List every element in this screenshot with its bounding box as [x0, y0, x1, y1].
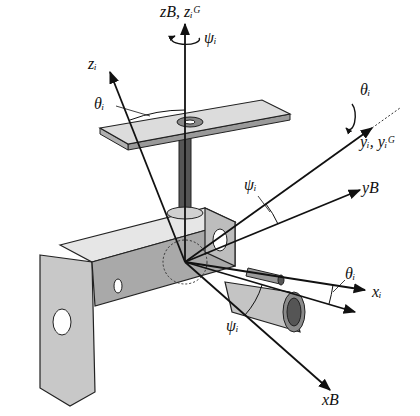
- axis-label: zᵢ: [88, 56, 97, 72]
- washer-hole: [185, 120, 195, 124]
- axis-label: ψᵢ: [204, 30, 216, 46]
- axis-extension: [372, 108, 400, 128]
- axis-label: yB: [362, 180, 379, 196]
- rotation-arrow: [171, 36, 199, 44]
- bracket-hole: [53, 309, 71, 335]
- washer: [177, 117, 203, 127]
- axis-label: θᵢ: [94, 96, 104, 112]
- barrel-bore: [287, 298, 301, 326]
- axis-label: xB: [322, 392, 339, 408]
- bracket-ear: [40, 255, 95, 406]
- axis-label: ψᵢ: [244, 177, 256, 193]
- axis-label: ψᵢ: [226, 318, 238, 334]
- leader-lines: [116, 106, 345, 292]
- rotation-arrow: [346, 104, 355, 130]
- axis-label: zB, zᵢᴳ: [160, 4, 200, 20]
- axis-label: yᵢ, yᵢᴳ: [360, 134, 395, 150]
- axis-label: θᵢ: [345, 266, 355, 282]
- axis-label: θᵢ: [360, 82, 370, 98]
- angle-arcs: [130, 110, 333, 315]
- barrel-end: [283, 292, 305, 332]
- axes: [110, 24, 372, 390]
- axis-label: xᵢ: [372, 284, 382, 300]
- bracket-front: [92, 222, 235, 306]
- axle-hole: [114, 279, 122, 293]
- top-plate: [100, 100, 290, 144]
